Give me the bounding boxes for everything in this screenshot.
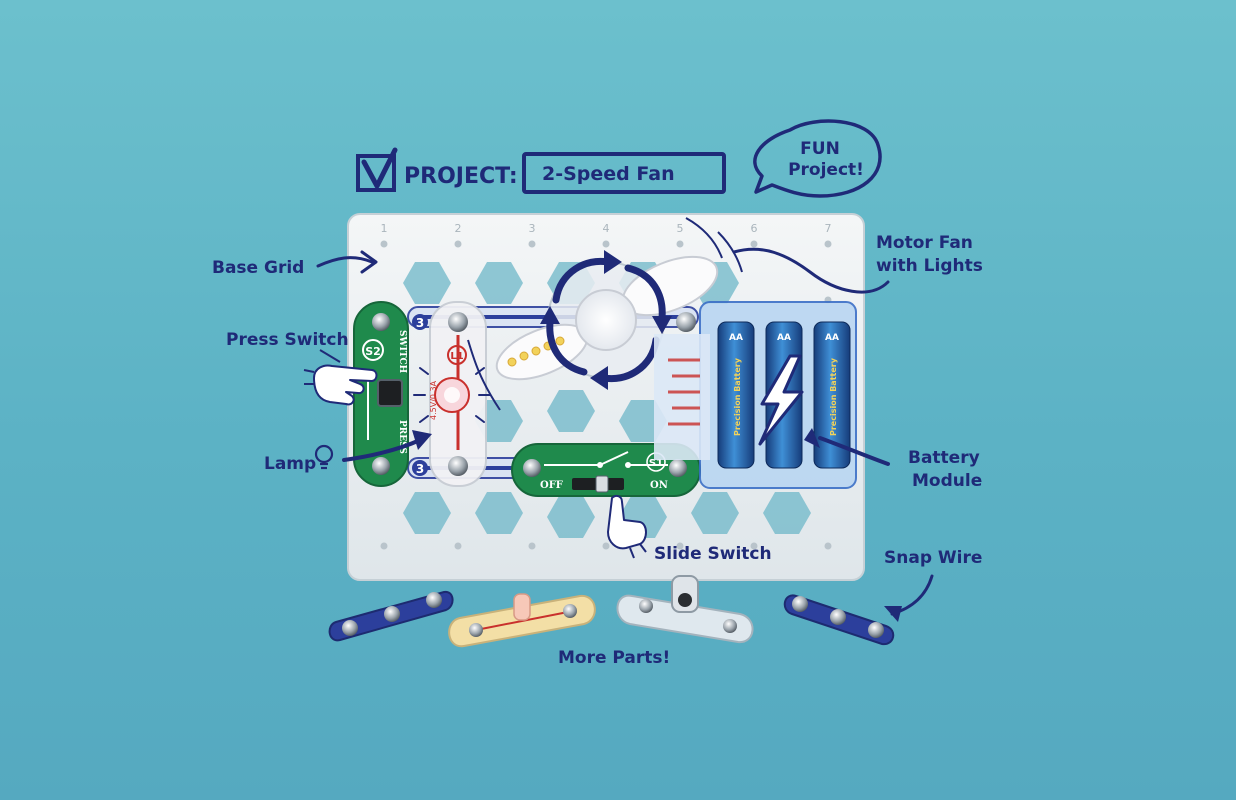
press-button (377, 379, 403, 407)
battery-brand: Precision Battery (829, 357, 838, 436)
battery-cell-label: AA (729, 333, 743, 343)
pointing-hand-icon (303, 364, 378, 406)
press-switch-text1: SWITCH (397, 330, 407, 374)
bubble-line1: FUN (800, 139, 840, 159)
more-parts-label: More Parts! (558, 648, 670, 668)
slide-knob (595, 475, 609, 493)
callout-snap-wire: Snap Wire (884, 548, 982, 622)
project-checkbox-icon (356, 154, 396, 192)
press-switch-module: S2 SWITCH PRESS (353, 301, 409, 487)
project-label: PROJECT: (404, 164, 518, 189)
press-switch-text2: PRESS (397, 420, 407, 454)
column-number: 4 (603, 222, 610, 235)
snap-wire-label: Snap Wire (884, 548, 982, 568)
arrowhead-icon (412, 430, 432, 450)
lamp-module: L1 4.5V/0.3A (413, 301, 491, 487)
checkmark-icon (361, 147, 398, 189)
speech-bubble-icon (753, 119, 882, 198)
lightbulb-icon (314, 444, 334, 470)
callout-base-grid: Base Grid (212, 250, 378, 278)
battery-brand: Precision Battery (733, 357, 742, 436)
motor-fan-label-1: Motor Fan (876, 233, 973, 253)
column-number: 6 (751, 222, 758, 235)
press-switch-id: S2 (365, 345, 381, 358)
arrowhead-icon (804, 428, 820, 448)
lightning-bolt-icon (758, 354, 804, 446)
battery-label-2: Module (912, 471, 982, 491)
lamp-id: L1 (450, 351, 463, 362)
loose-led-part (448, 593, 596, 648)
base-grid-label: Base Grid (212, 258, 304, 278)
fan-hub (575, 289, 637, 351)
column-number: 1 (381, 222, 388, 235)
battery-cell (813, 321, 851, 469)
project-name-box (522, 152, 726, 194)
column-number: 3 (529, 222, 536, 235)
pointing-hand-icon (607, 494, 647, 559)
motor-fan-module (467, 217, 743, 411)
battery-label-1: Battery (908, 448, 980, 468)
battery-cell (717, 321, 755, 469)
arrowhead-icon (360, 250, 378, 274)
snap-number: 3 (416, 316, 424, 330)
slide-switch-module: S1 OFF ON (511, 443, 701, 497)
callout-press-switch: Press Switch (226, 330, 378, 406)
motor-fan-label-2: with Lights (876, 256, 983, 276)
lamp-rating: 4.5V/0.3A (429, 380, 438, 420)
snap-number: 3 (416, 462, 424, 476)
lamp-label: Lamp (264, 454, 316, 474)
slide-off-label: OFF (540, 480, 563, 491)
slide-on-label: ON (650, 480, 668, 491)
battery-cell-label: AA (825, 333, 839, 343)
loose-snap-wire-right (783, 594, 895, 646)
press-switch-label: Press Switch (226, 330, 349, 350)
bubble-line2: Project! (788, 160, 864, 180)
project-name: 2-Speed Fan (542, 163, 675, 185)
slide-switch-id: S1 (649, 458, 663, 469)
callout-motor-fan: Motor Fan with Lights (732, 233, 983, 294)
project-header: PROJECT: 2-Speed Fan (356, 147, 726, 194)
column-number: 7 (825, 222, 832, 235)
callout-slide-switch: Slide Switch (607, 494, 772, 564)
loose-clear-part (616, 575, 754, 644)
column-number: 2 (455, 222, 462, 235)
callout-battery: Battery Module (804, 428, 982, 491)
callout-lamp: Lamp (264, 430, 432, 474)
arrowhead-icon (884, 606, 902, 622)
callout-more-parts: More Parts! (558, 648, 670, 668)
column-number: 5 (677, 222, 684, 235)
board-column-numbers: 1 2 3 4 5 6 7 (381, 222, 832, 235)
loose-snap-wire-left (328, 590, 454, 642)
fun-project-bubble: FUN Project! (753, 119, 882, 198)
battery-cell-label: AA (777, 333, 791, 343)
slide-switch-label: Slide Switch (654, 544, 772, 564)
